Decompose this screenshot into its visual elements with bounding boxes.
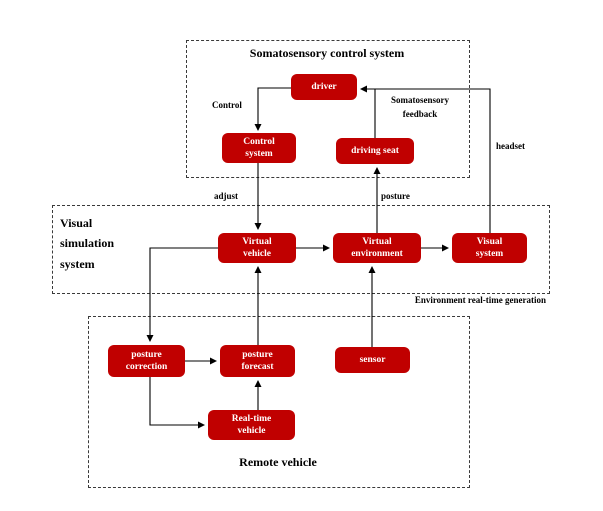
node-posture-forecast: posture forecast	[220, 345, 295, 377]
node-driving-seat: driving seat	[336, 138, 414, 164]
group-remote-vehicle	[88, 316, 470, 488]
group-visual-simulation-system	[52, 205, 550, 294]
node-control-system: Control system	[222, 133, 296, 163]
node-visual-system: Visual system	[452, 233, 527, 263]
node-virtual-environment: Virtual environment	[333, 233, 421, 263]
node-posture-correction: posture correction	[108, 345, 185, 377]
edge-label-headset: headset	[496, 141, 525, 151]
node-virtual-vehicle: Virtual vehicle	[218, 233, 296, 263]
group-title-remote-vehicle: Remote vehicle	[239, 455, 317, 469]
node-sensor: sensor	[335, 347, 410, 373]
edge-label-control: Control	[212, 100, 242, 110]
edge-label-adjust: adjust	[214, 191, 239, 201]
edge-label-posture: posture	[381, 191, 410, 201]
edge-label-somatosensory-feedback: Somatosensory feedback	[391, 95, 449, 120]
group-title-somatosensory: Somatosensory control system	[249, 46, 405, 60]
node-realtime-vehicle: Real-time vehicle	[208, 410, 295, 440]
group-title-visual-simulation: Visual simulation system	[60, 216, 115, 271]
node-driver: driver	[291, 74, 357, 100]
edge-label-environment-generation: Environment real-time generation	[414, 295, 546, 305]
